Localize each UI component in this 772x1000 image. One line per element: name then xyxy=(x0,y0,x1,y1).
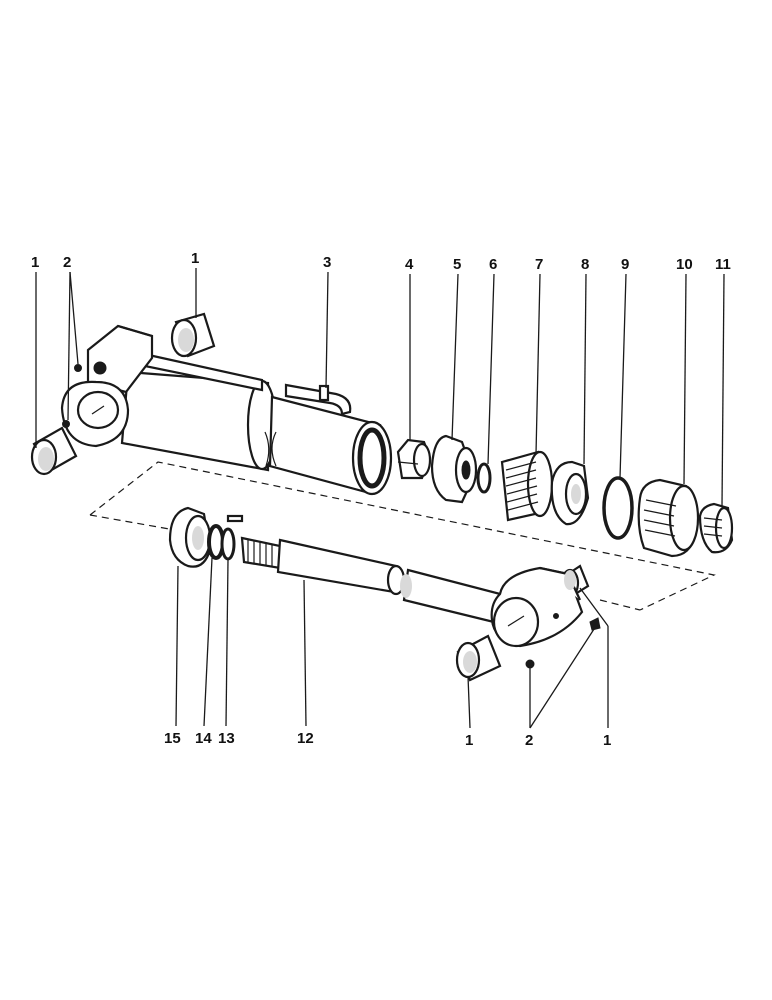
callout-3: 3 xyxy=(323,254,331,271)
callout-2-bottom: 2 xyxy=(525,732,533,749)
callout-6: 6 xyxy=(489,256,497,273)
rod-seal xyxy=(220,527,236,561)
gland-o-ring xyxy=(602,476,634,540)
piston xyxy=(430,434,478,504)
rod-wiper-housing xyxy=(168,506,244,568)
piston-o-ring xyxy=(476,462,492,494)
callout-1-far-left: 1 xyxy=(31,254,39,271)
bushing-top xyxy=(170,312,216,358)
piston-packing xyxy=(500,450,554,522)
gland xyxy=(637,478,700,558)
callout-9: 9 xyxy=(621,256,629,273)
piston-nut xyxy=(396,438,432,480)
leader-lines xyxy=(35,268,725,729)
callout-11: 11 xyxy=(715,256,731,273)
callout-4: 4 xyxy=(405,256,414,273)
assembly-centerlines xyxy=(89,461,716,611)
callout-1-bottom-left: 1 xyxy=(465,732,473,749)
callout-labels: 1 2 1 3 4 5 6 7 8 9 10 11 15 14 13 12 1 … xyxy=(31,250,731,749)
callout-13: 13 xyxy=(218,730,235,747)
callout-7: 7 xyxy=(535,256,543,273)
gland-nut xyxy=(698,502,734,554)
callout-5: 5 xyxy=(453,256,461,273)
callout-14: 14 xyxy=(195,730,212,747)
callout-12: 12 xyxy=(297,730,314,747)
cylinder-barrel xyxy=(120,350,393,496)
callout-15: 15 xyxy=(164,730,181,747)
callout-8: 8 xyxy=(581,256,589,273)
base-clevis xyxy=(60,324,154,448)
callout-10: 10 xyxy=(676,256,693,273)
bushing-far-left xyxy=(30,426,78,476)
rod-end-eye xyxy=(490,566,584,648)
wear-ring xyxy=(550,460,590,526)
piston-rod xyxy=(240,536,510,626)
callout-1-bottom-right: 1 xyxy=(603,732,611,749)
callout-1-top: 1 xyxy=(191,250,199,267)
bushing-bottom-left xyxy=(455,634,502,682)
callout-2-left: 2 xyxy=(63,254,71,271)
